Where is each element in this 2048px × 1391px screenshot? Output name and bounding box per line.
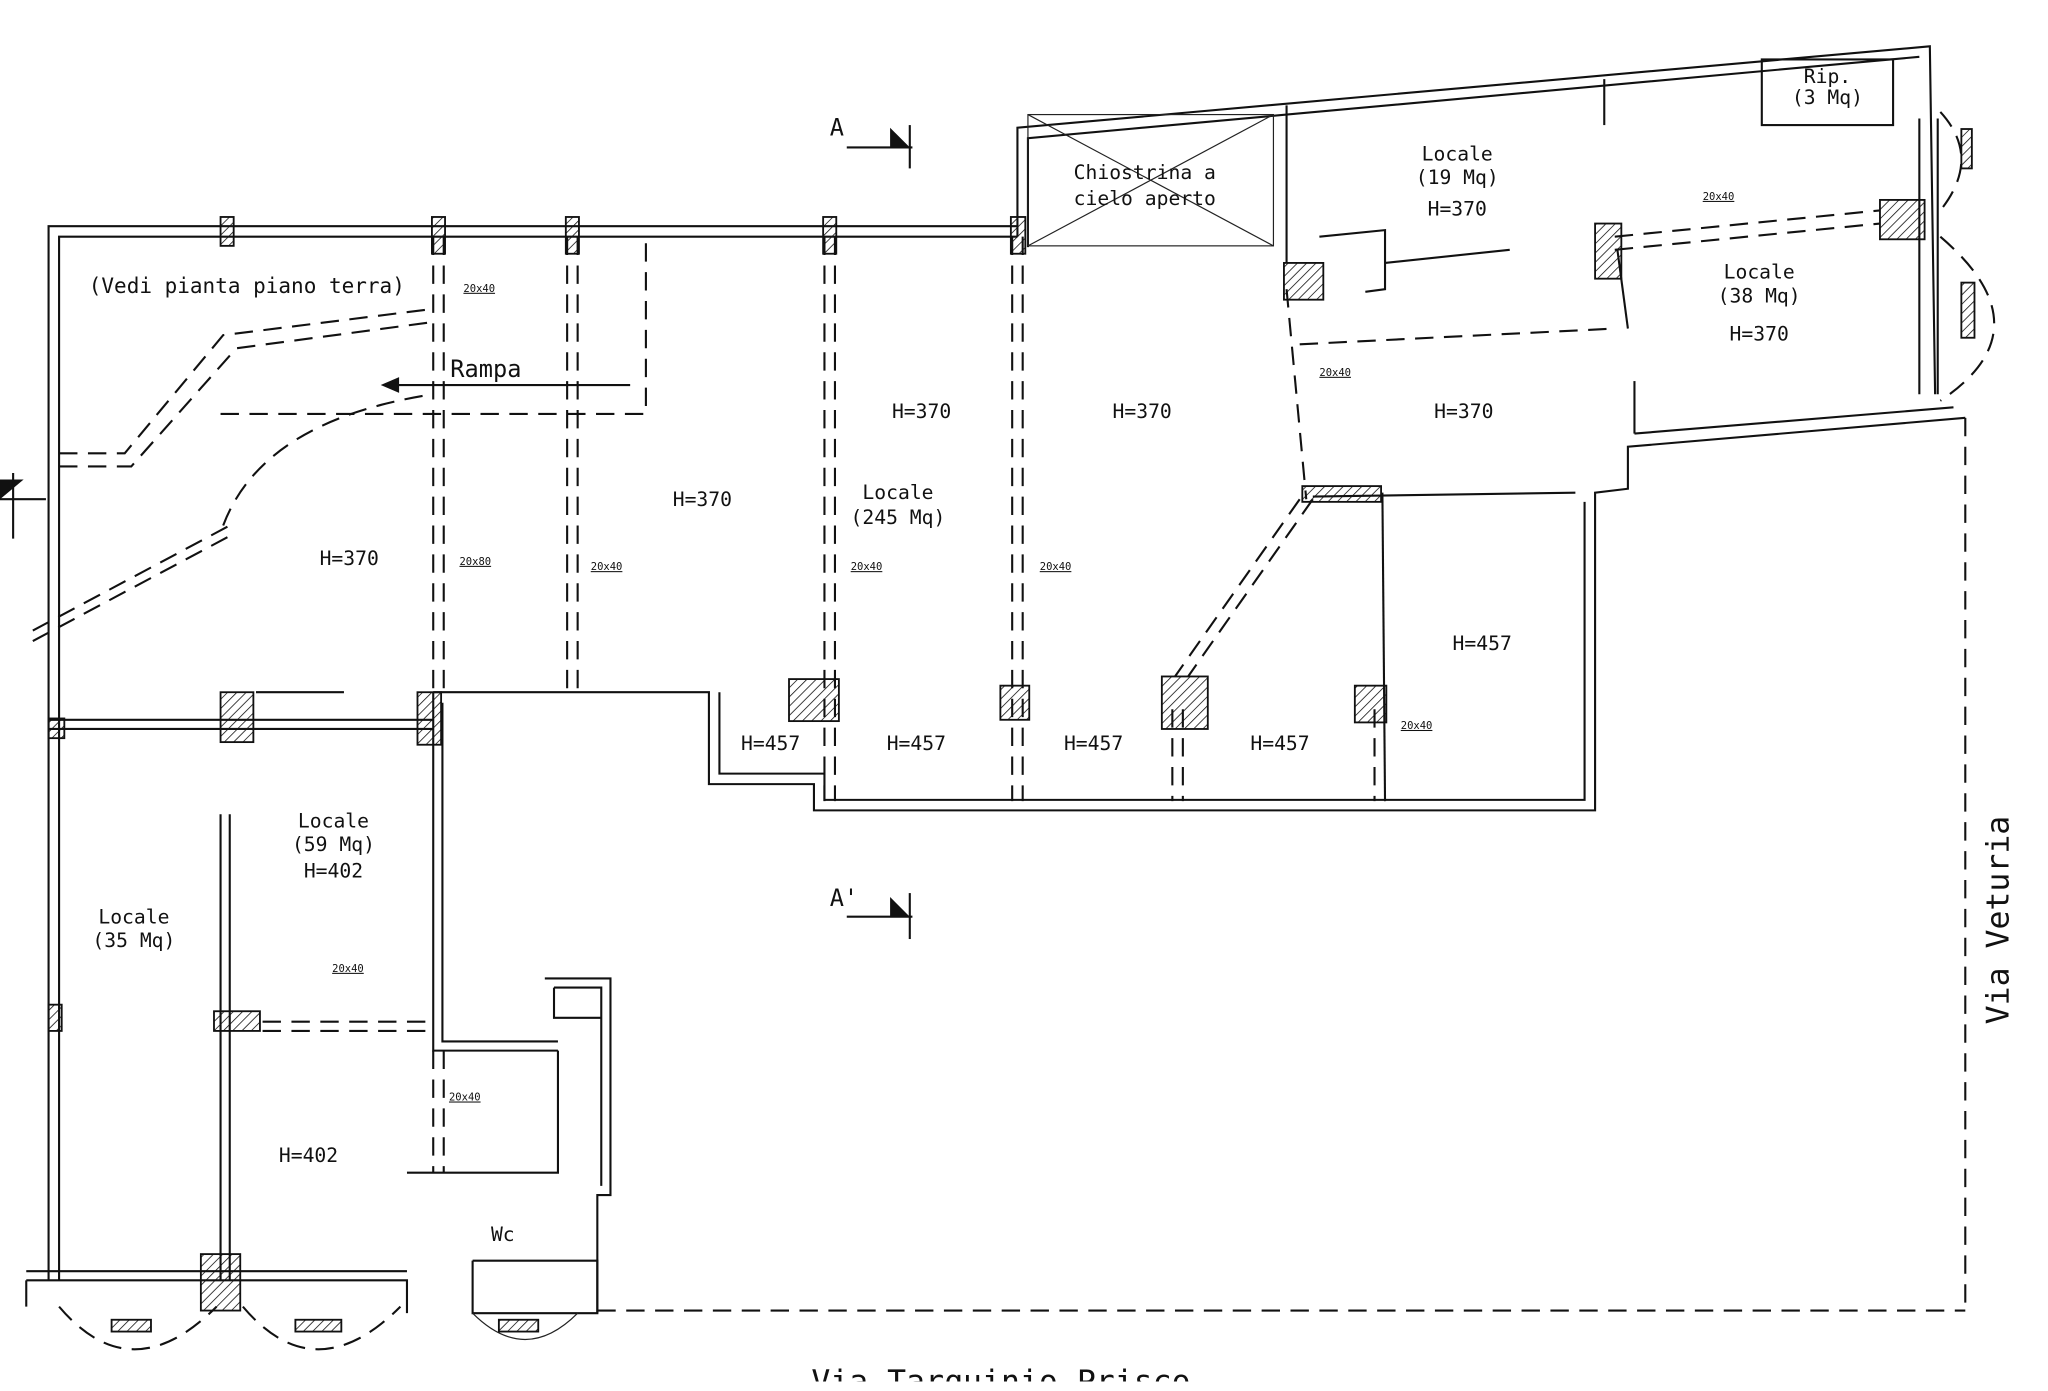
room-labels: Locale (245 Mq) Locale (19 Mq) H=370 Loc… (92, 65, 1863, 1246)
svg-text:A': A' (830, 884, 858, 912)
room-area: (35 Mq) (92, 929, 175, 952)
svg-text:20x40: 20x40 (591, 561, 623, 573)
room-name: Locale (862, 481, 933, 504)
room-area: (59 Mq) (292, 833, 375, 856)
courtyard-label: cielo aperto (1074, 187, 1216, 210)
svg-text:H=370: H=370 (1113, 400, 1172, 423)
svg-text:H=370: H=370 (320, 547, 379, 570)
svg-text:H=457: H=457 (887, 732, 946, 755)
svg-text:H=457: H=457 (741, 732, 800, 755)
svg-text:H=370: H=370 (1434, 400, 1493, 423)
svg-text:20x40: 20x40 (1401, 720, 1433, 732)
note-label: (Vedi pianta piano terra) (89, 274, 405, 298)
beam-tags: 20x40 20x80 20x40 20x40 20x40 20x40 20x4… (332, 191, 1734, 1104)
svg-text:H=370: H=370 (892, 400, 951, 423)
svg-text:20x40: 20x40 (463, 283, 495, 295)
section-marker-left (0, 472, 46, 539)
svg-text:H=457: H=457 (1250, 732, 1309, 755)
svg-text:H=370: H=370 (673, 488, 732, 511)
section-marker-a-prime: A' (830, 884, 913, 940)
svg-text:20x40: 20x40 (1040, 561, 1072, 573)
room-area: (245 Mq) (851, 506, 946, 529)
svg-text:H=457: H=457 (1064, 732, 1123, 755)
svg-text:20x40: 20x40 (449, 1092, 481, 1104)
courtyard-label: Chiostrina a (1074, 161, 1216, 184)
room-name: Rip. (1804, 65, 1851, 88)
room-height: H=370 (1730, 322, 1789, 345)
walls (25, 45, 1966, 1315)
svg-text:20x40: 20x40 (332, 963, 364, 975)
ramp-label: Rampa (450, 355, 521, 383)
room-name: Locale (98, 905, 169, 928)
section-marker-a: A (830, 114, 913, 169)
svg-text:A: A (830, 114, 844, 142)
courtyard (1027, 113, 1275, 247)
room-height: H=370 (1428, 198, 1487, 221)
room-area: (38 Mq) (1718, 284, 1801, 307)
street-via-veturia: Via Veturia (1981, 816, 2017, 1025)
room-height: H=402 (304, 859, 363, 882)
svg-text:20x40: 20x40 (1319, 367, 1351, 379)
room-area: (19 Mq) (1416, 166, 1499, 189)
room-area: (3 Mq) (1792, 86, 1863, 109)
room-name: Locale (1422, 143, 1493, 166)
svg-text:20x80: 20x80 (459, 556, 491, 568)
columns (47, 128, 1976, 1333)
svg-text:20x40: 20x40 (1703, 191, 1735, 203)
wc-label: Wc (491, 1223, 515, 1246)
room-name: Locale (1724, 261, 1795, 284)
svg-text:20x40: 20x40 (851, 561, 883, 573)
svg-text:H=457: H=457 (1453, 632, 1512, 655)
street-via-tarquinio-prisco: Via Tarquinio Prisco (811, 1364, 1190, 1391)
svg-text:H=402: H=402 (279, 1144, 338, 1167)
room-name: Locale (298, 809, 369, 832)
height-labels: H=370 H=370 H=370 H=370 H=370 H=457 H=45… (279, 400, 1512, 1167)
